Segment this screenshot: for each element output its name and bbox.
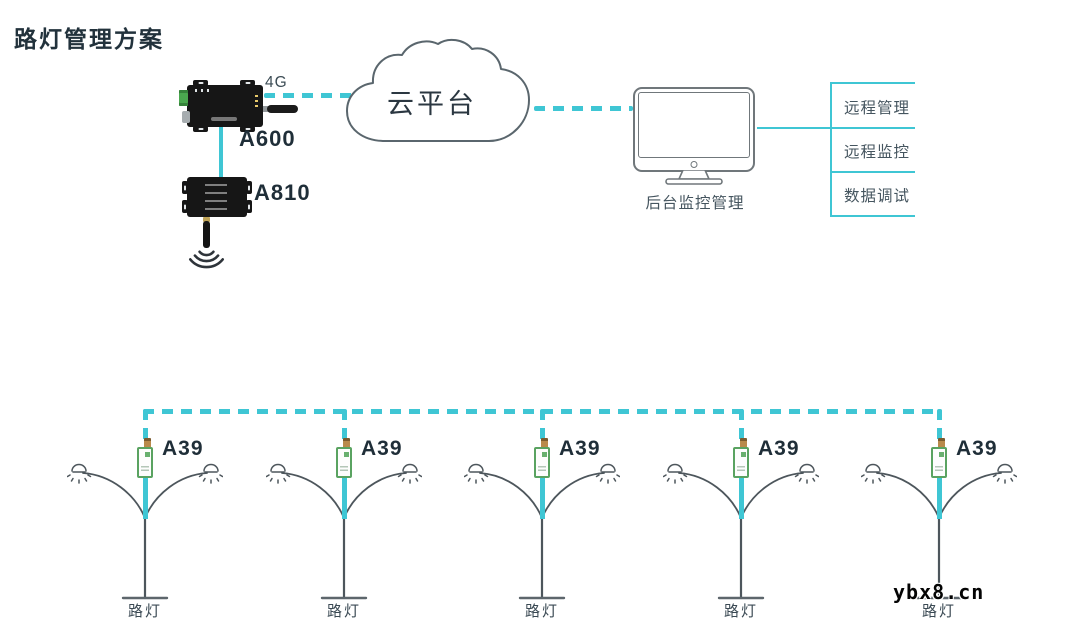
module-antenna-connector-icon: [144, 438, 151, 449]
bracket-tick-line: [830, 171, 915, 173]
device-print: [205, 184, 227, 210]
page-title: 路灯管理方案: [14, 26, 164, 52]
monitor-screen: [638, 92, 750, 158]
mounting-ear: [193, 80, 208, 86]
street-light-label: 路灯: [127, 603, 162, 620]
a39-module-icon: [534, 447, 550, 478]
mounting-ear: [246, 181, 252, 194]
serial-port-icon: [182, 111, 190, 123]
module-pole-link-line: [937, 477, 942, 519]
monitor-bracket-line: [757, 127, 831, 129]
a39-module-icon: [931, 447, 947, 478]
bracket-tick-line: [830, 82, 915, 84]
signal-waves-icon: [189, 250, 224, 269]
street-light-label: 路灯: [326, 603, 361, 620]
mounting-ear: [240, 126, 255, 132]
a600-device-icon: [179, 80, 298, 132]
a810-label: A810: [254, 180, 311, 205]
cloud-label: 云平台: [387, 89, 477, 119]
link-4g-dashed-line: [264, 93, 354, 98]
mounting-ear: [182, 200, 188, 213]
cloud-icon: [346, 38, 530, 142]
mounting-ear: [246, 200, 252, 213]
a39-label: A39: [162, 437, 204, 460]
module-pole-link-line: [739, 477, 744, 519]
led-indicators-icon: [195, 89, 211, 92]
bus-drop-line: [739, 409, 744, 448]
bus-drop-line: [143, 409, 148, 448]
module-antenna-connector-icon: [343, 438, 350, 449]
antenna-connector-icon: [263, 106, 268, 112]
antenna-connector-icon: [203, 217, 210, 222]
monitor-stand-icon: [665, 170, 723, 185]
a600-label: A600: [239, 126, 296, 151]
module-pole-link-line: [143, 477, 148, 519]
function-label: 远程管理: [844, 100, 911, 117]
mounting-ear: [193, 126, 208, 132]
device-logo: [211, 117, 237, 121]
bus-drop-line: [540, 409, 545, 448]
street-light-label: 路灯: [524, 603, 559, 620]
bus-drop-line: [342, 409, 347, 448]
street-light-label: 路灯: [723, 603, 758, 620]
module-antenna-connector-icon: [541, 438, 548, 449]
a39-module-icon: [336, 447, 352, 478]
a39-label: A39: [361, 437, 403, 460]
a600-a810-link-line: [219, 127, 223, 178]
link-4g-label: 4G: [265, 74, 288, 91]
function-label: 远程监控: [844, 144, 911, 161]
antenna-icon: [267, 105, 298, 113]
a39-label: A39: [956, 437, 998, 460]
a39-label: A39: [559, 437, 601, 460]
bracket-vertical-line: [830, 82, 832, 217]
terminal-block-icon: [179, 90, 188, 106]
module-antenna-connector-icon: [938, 438, 945, 449]
a810-device-icon: [182, 177, 252, 217]
power-dot-icon: [690, 161, 698, 168]
module-antenna-connector-icon: [740, 438, 747, 449]
led-column-icon: [255, 95, 258, 109]
a39-module-icon: [733, 447, 749, 478]
street-light-label: 路灯: [921, 603, 956, 620]
bracket-tick-line: [830, 215, 915, 217]
cloud-monitor-dashed-line: [534, 106, 633, 111]
a39-label: A39: [758, 437, 800, 460]
function-label: 数据调试: [844, 188, 911, 205]
module-pole-link-line: [540, 477, 545, 519]
bracket-tick-line: [830, 127, 915, 129]
bus-drop-line: [937, 409, 942, 448]
module-pole-link-line: [342, 477, 347, 519]
mounting-ear: [240, 80, 255, 86]
a39-module-icon: [137, 447, 153, 478]
monitor-label: 后台监控管理: [645, 195, 745, 212]
antenna-down-icon: [203, 221, 210, 248]
watermark: ybx8.cn: [893, 580, 985, 604]
monitor-icon: [633, 87, 755, 172]
mounting-ear: [182, 181, 188, 194]
